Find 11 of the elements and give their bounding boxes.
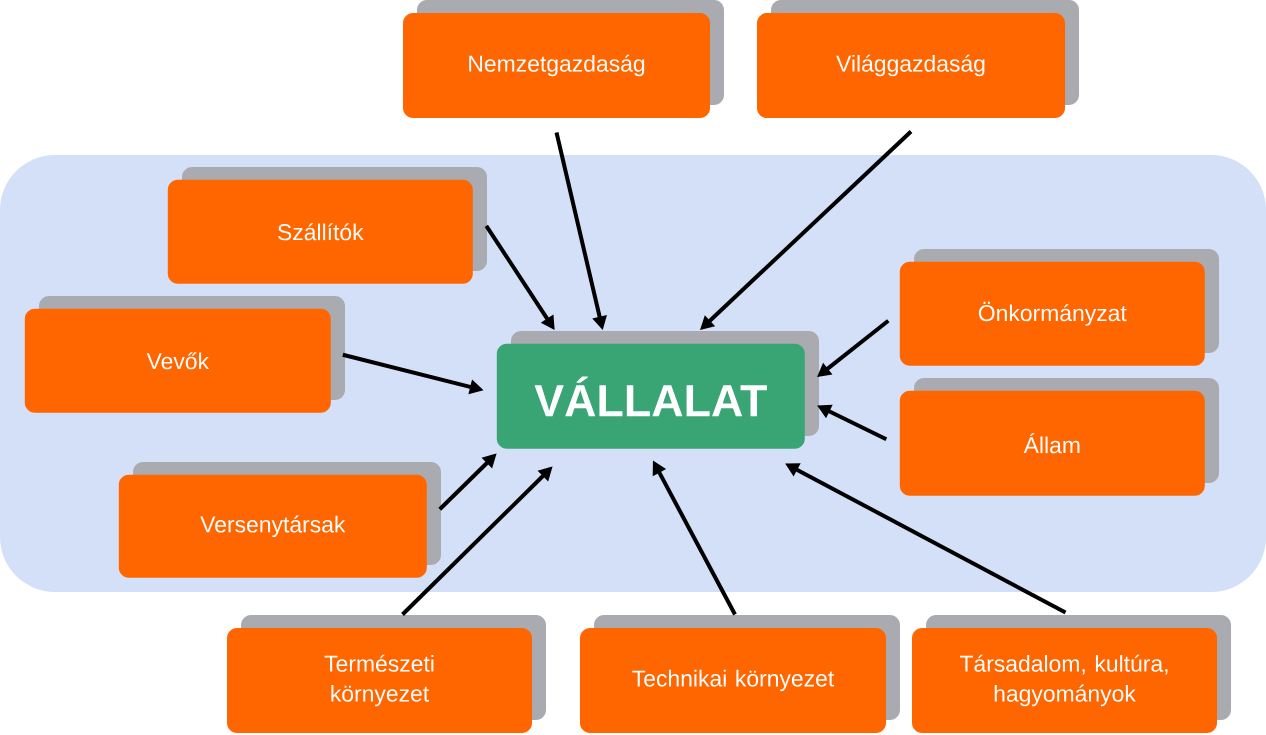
factor-box: Technikai környezet: [580, 615, 900, 733]
factor-box: Vevők: [24, 296, 345, 413]
factor-box: Világgazdaság: [757, 0, 1079, 118]
factor-box: Szállítók: [167, 167, 487, 284]
factor-box: Nemzetgazdaság: [403, 0, 724, 118]
factor-box: Társadalom, kultúra, hagyományok: [912, 615, 1231, 733]
company-box: VÁLLALAT: [496, 331, 819, 449]
factor-box: Állam: [899, 378, 1219, 496]
factor-box: Versenytársak: [118, 462, 441, 578]
factor-box: Természeti környezet: [227, 615, 546, 733]
factor-box: Önkormányzat: [899, 249, 1219, 366]
